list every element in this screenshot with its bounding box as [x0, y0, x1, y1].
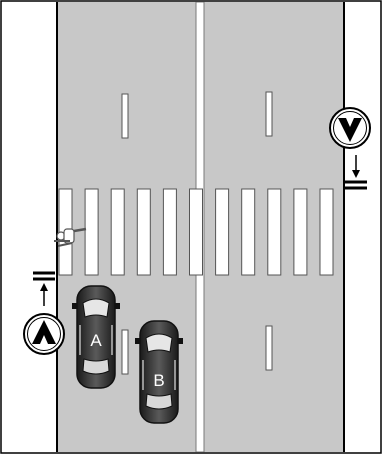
- crosswalk-stripe: [190, 189, 203, 275]
- lane-dash: [266, 326, 272, 370]
- car-a-label: A: [90, 331, 102, 350]
- chevron-down-sign: [330, 108, 370, 148]
- crosswalk-stripe: [137, 189, 150, 275]
- chevron-up-sign: [24, 314, 64, 354]
- crosswalk-stripe: [294, 189, 307, 275]
- crosswalk-stripe: [320, 189, 333, 275]
- crosswalk-stripe: [216, 189, 229, 275]
- car-b-label: B: [153, 371, 164, 390]
- lane-dash: [122, 94, 128, 138]
- crosswalk-stripe: [111, 189, 124, 275]
- crosswalk-stripe: [85, 189, 98, 275]
- car-b: B: [135, 321, 183, 423]
- crosswalk-stripe: [268, 189, 281, 275]
- lane-dash: [266, 92, 272, 136]
- lane-dash: [122, 330, 128, 374]
- car-a: A: [72, 286, 120, 388]
- crosswalk-stripe: [242, 189, 255, 275]
- crosswalk-stripe: [163, 189, 176, 275]
